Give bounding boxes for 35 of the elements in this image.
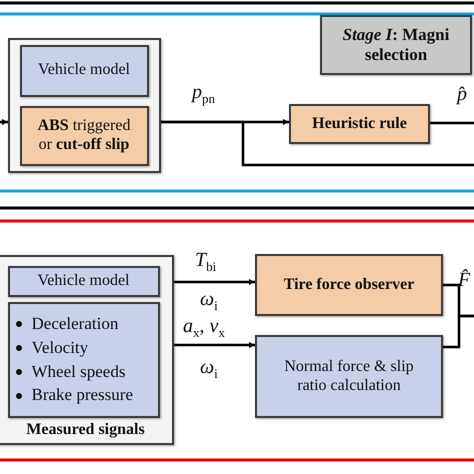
node-label: Stage I: Magni selection — [342, 25, 450, 65]
arrow — [174, 279, 255, 285]
signal-label: F̂ — [458, 270, 470, 290]
node-label: Vehicle model — [38, 272, 130, 290]
process-box — [20, 44, 148, 96]
edge-label: T$_{bi}$ — [195, 250, 216, 273]
signal-label: ω$_{i}$ — [200, 357, 218, 380]
stage-title-box — [320, 15, 472, 75]
edge-label: p$_{pn}$ — [192, 82, 215, 105]
signal-label: p̂ — [457, 84, 467, 104]
node-label: Heuristic rule — [312, 114, 407, 134]
process-box — [8, 266, 160, 296]
process-box — [289, 104, 430, 144]
node-label: Tire force observer — [284, 276, 414, 294]
node-label: Vehicle model — [38, 61, 130, 80]
group-heading: Measured signals — [26, 420, 145, 439]
node-label: ABS triggered or cut-off slip — [36, 117, 132, 154]
group-box — [8, 38, 161, 173]
signal-label: ω$_{i}$ — [200, 289, 218, 312]
signal-list-box — [8, 302, 160, 418]
process-box — [255, 254, 443, 316]
group-box — [0, 255, 174, 445]
edge-label: a$_{x}$, v$_{x}$ — [183, 316, 225, 339]
list-item: Deceleration — [14, 312, 118, 336]
arrow — [174, 342, 255, 348]
connector-line — [161, 120, 474, 166]
arrow — [0, 119, 8, 125]
connector-line — [430, 122, 474, 124]
connector-line — [443, 314, 474, 348]
process-box — [255, 335, 443, 418]
list-item: Velocity — [14, 336, 88, 360]
list-item: Wheel speeds — [14, 360, 126, 384]
list-item: Brake pressure — [14, 383, 133, 408]
process-box — [20, 106, 148, 166]
node-label: Normal force & slip ratio calculation — [283, 358, 415, 395]
